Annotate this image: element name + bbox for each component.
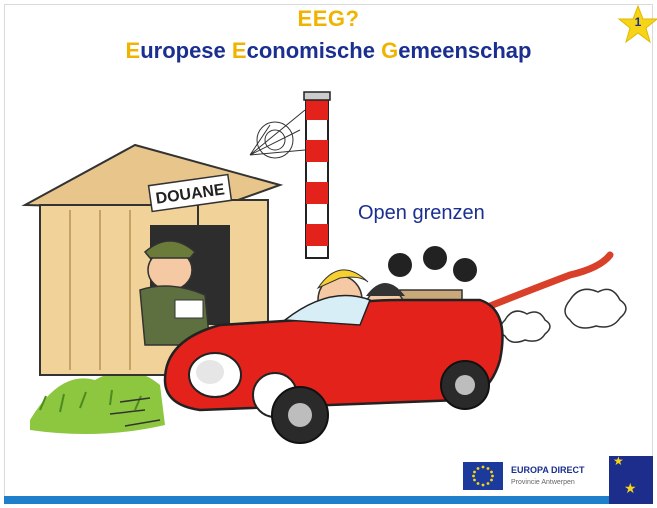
- spider-web: [249, 109, 306, 159]
- bottom-bar: [4, 496, 609, 504]
- star-icon: [617, 4, 657, 44]
- initial-e-1: E: [125, 38, 141, 63]
- province-label: Provincie Antwerpen: [511, 479, 575, 486]
- eu-corner-block: ★ ★: [609, 454, 653, 504]
- caption-open-borders: Open grenzen: [358, 202, 485, 224]
- europa-direct-label: EUROPA DIRECT: [511, 465, 585, 475]
- initial-g: G: [381, 38, 399, 63]
- border-pole: [303, 91, 331, 259]
- speed-lines: [109, 397, 161, 427]
- word-uropese: uropese: [140, 38, 232, 63]
- europa-direct-logo: EUROPA DIRECT Provincie Antwerpen: [463, 462, 603, 492]
- slide-title: EEG?: [297, 6, 360, 31]
- grass: [30, 371, 165, 434]
- slide-number: 1: [634, 15, 642, 29]
- red-car: [163, 294, 504, 444]
- word-emeenschap: emeenschap: [398, 38, 532, 63]
- star-icon: ★: [624, 480, 637, 496]
- word-conomische: conomische: [246, 38, 382, 63]
- sausage-garland: [476, 251, 614, 314]
- initial-e-2: E: [231, 38, 247, 63]
- slide-subtitle: Europese Economische Gemeenschap: [0, 38, 657, 64]
- customs-officer: [139, 240, 211, 346]
- star-icon: ★: [613, 454, 624, 468]
- eu-flag-icon: [463, 462, 503, 490]
- exhaust-clouds: [499, 288, 627, 343]
- slide-number-badge: 1: [617, 4, 657, 44]
